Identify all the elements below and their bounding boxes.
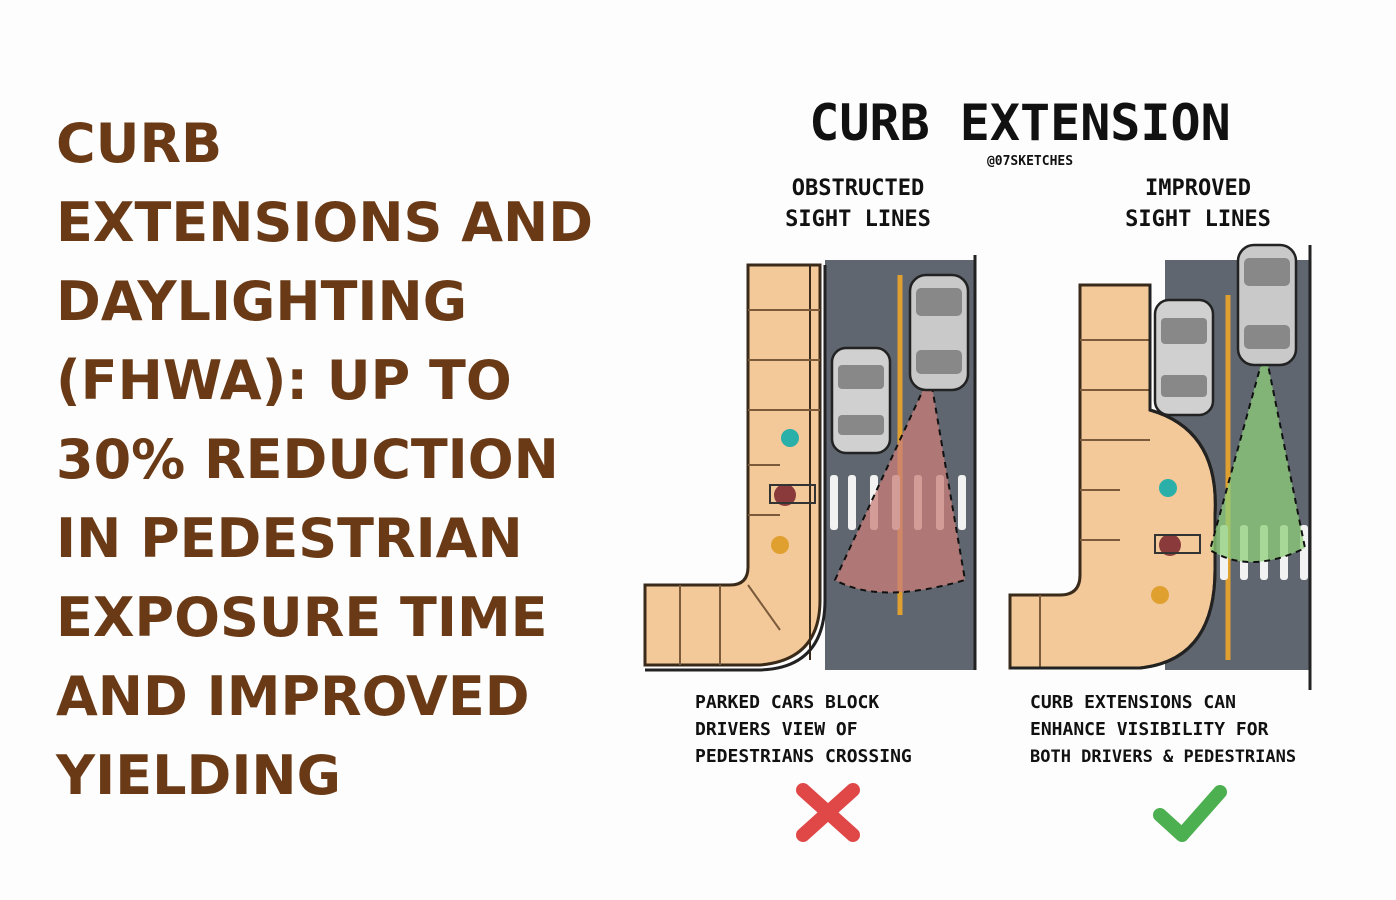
headline-line: EXTENSIONS AND	[56, 191, 594, 254]
headline-line: EXPOSURE TIME	[56, 586, 548, 649]
right-pedestrian	[1151, 586, 1169, 604]
left-wheelchair-user	[774, 484, 796, 506]
left-caption-line: PEDESTRIANS CROSSING	[695, 746, 912, 767]
headline-line: DAYLIGHTING	[56, 270, 468, 333]
right-caption-line: CURB EXTENSIONS CAN	[1030, 692, 1236, 713]
left-heading-line: OBSTRUCTED	[792, 176, 924, 201]
left-caption-line: DRIVERS VIEW OF	[695, 719, 858, 740]
right-sight-cone	[1208, 349, 1307, 563]
headline: CURB EXTENSIONS AND DAYLIGHTING (FHWA): …	[56, 104, 636, 815]
right-heading-line: SIGHT LINES	[1125, 207, 1271, 232]
red-x-icon	[796, 783, 860, 842]
headline-line: 30% REDUCTION	[56, 428, 559, 491]
left-pedestrian	[781, 429, 799, 447]
right-parked-car	[1153, 298, 1215, 417]
right-caption-line: ENHANCE VISIBILITY FOR	[1030, 719, 1269, 740]
illustration-title: CURB EXTENSION	[809, 94, 1230, 152]
left-caption-line: PARKED CARS BLOCK	[695, 692, 879, 713]
headline-line: (FHWA): UP TO	[56, 349, 512, 412]
headline-line: AND IMPROVED	[56, 665, 530, 728]
left-sidewalk	[643, 263, 822, 667]
green-check-icon	[1153, 785, 1227, 842]
right-pedestrian	[1159, 479, 1177, 497]
left-panel-diagram	[643, 255, 977, 672]
left-pedestrian	[771, 536, 789, 554]
left-parked-car	[830, 346, 892, 455]
curb-extension-illustration: CURB EXTENSION @07SKETCHES OBSTRUCTED SI…	[643, 94, 1312, 842]
right-caption-line: BOTH DRIVERS & PEDESTRIANS	[1030, 747, 1296, 767]
illustration-credit: @07SKETCHES	[987, 154, 1073, 169]
headline-line: CURB	[56, 112, 223, 175]
left-heading-line: SIGHT LINES	[785, 207, 931, 232]
corner-accent-arc	[1282, 0, 1396, 48]
left-sight-cone	[833, 371, 967, 594]
headline-line: IN PEDESTRIAN	[56, 507, 523, 570]
right-wheelchair-user	[1159, 534, 1181, 556]
right-panel-diagram	[1008, 243, 1312, 690]
headline-line: YIELDING	[56, 744, 341, 807]
right-heading-line: IMPROVED	[1145, 176, 1251, 201]
